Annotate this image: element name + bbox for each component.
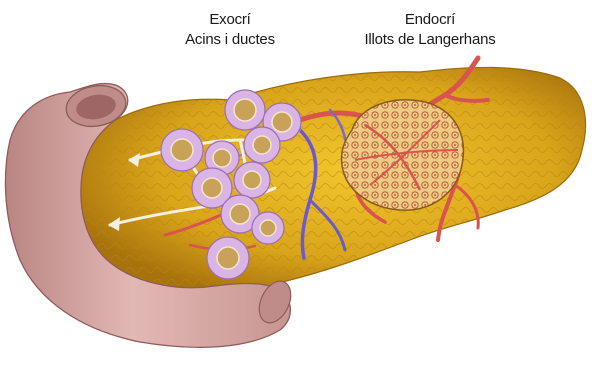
exocrine-label-subtitle: Acins i ductes [150,30,310,50]
acinus [161,129,203,171]
acinus [234,162,270,198]
pancreas-gland [76,67,586,294]
endocrine-label: Endocrí Illots de Langerhans [345,10,515,50]
exocrine-label-title: Exocrí [150,10,310,30]
exocrine-label: Exocrí Acins i ductes [150,10,310,50]
acinus [244,127,280,163]
endocrine-label-title: Endocrí [345,10,515,30]
acinus [225,90,265,130]
endocrine-label-subtitle: Illots de Langerhans [345,30,515,50]
acinus [252,212,284,244]
acinus [207,237,249,279]
islet-of-langerhans [342,100,464,210]
